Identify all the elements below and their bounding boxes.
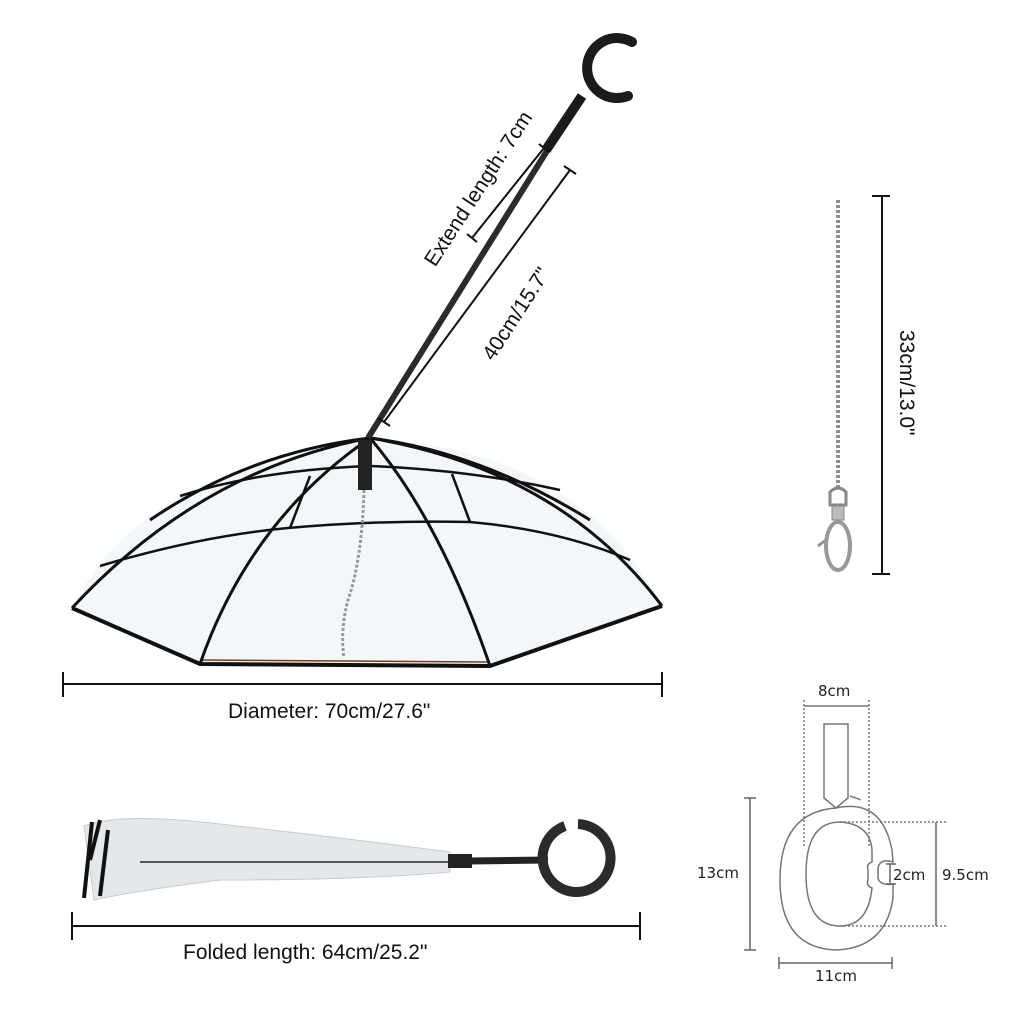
- handle-gap-label: 2cm: [893, 866, 926, 884]
- handle-width-bottom-label: 11cm: [815, 967, 857, 985]
- handle-inner-height-label: 9.5cm: [942, 866, 989, 884]
- open-umbrella: [62, 33, 664, 697]
- leash-chain: [817, 195, 890, 575]
- diameter-label: Diameter: 70cm/27.6": [228, 700, 431, 723]
- folded-length-label: Folded length: 64cm/25.2": [183, 941, 428, 964]
- handle-height-label: 13cm: [697, 864, 739, 882]
- handle-sketch: [744, 700, 946, 969]
- chain-length-label: 33cm/13.0": [895, 330, 918, 436]
- folded-umbrella: [71, 818, 641, 940]
- handle-width-top-label: 8cm: [818, 682, 851, 700]
